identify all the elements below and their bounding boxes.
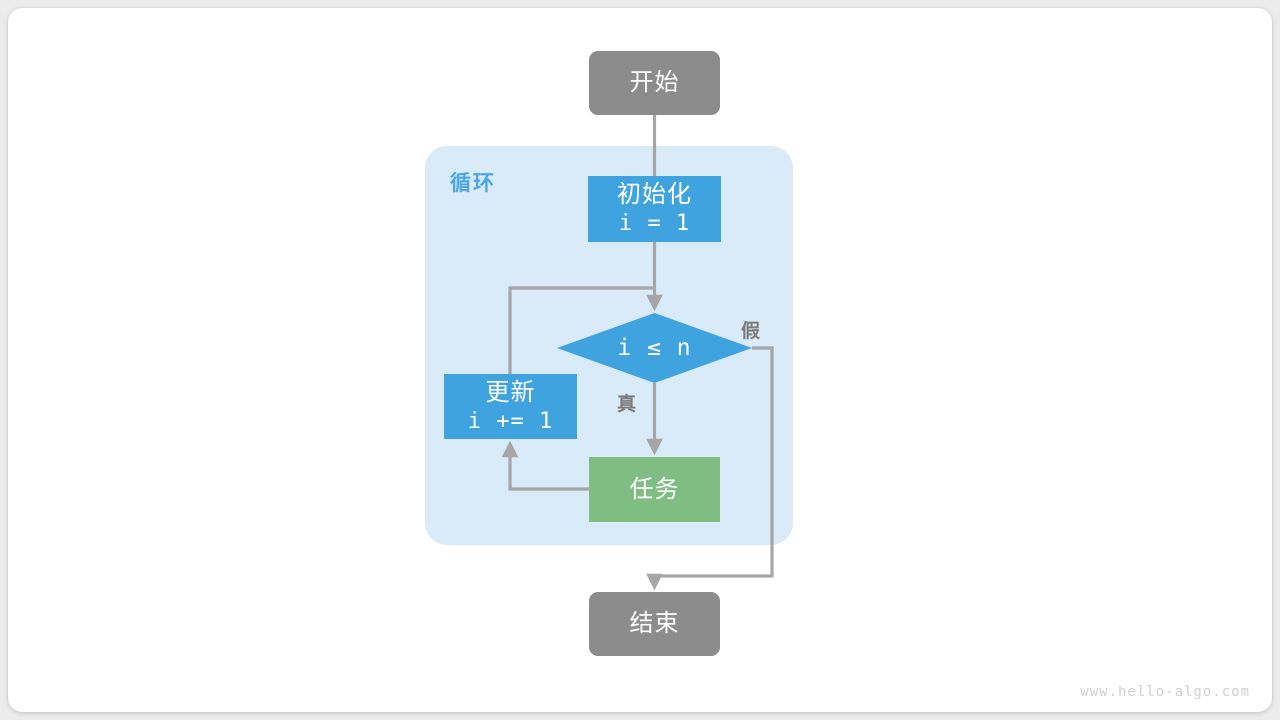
loop-container-label: 循环 xyxy=(450,172,496,195)
node-condition-shape xyxy=(557,313,752,383)
node-task xyxy=(589,457,720,522)
diagram-stage: 循环 xyxy=(8,8,1272,712)
edge-update-to-condition xyxy=(508,286,655,374)
node-init xyxy=(588,176,721,242)
edge-label-false: 假 xyxy=(741,321,762,342)
node-end xyxy=(589,592,720,656)
node-start xyxy=(589,51,720,115)
diagram-card: 循环 xyxy=(8,8,1272,712)
flow-edges xyxy=(501,115,774,591)
watermark: www.hello-algo.com xyxy=(1080,684,1250,700)
edge-task-to-update xyxy=(501,440,589,491)
edge-condition-to-end xyxy=(646,346,774,591)
edge-label-true: 真 xyxy=(617,394,638,415)
node-update xyxy=(444,374,577,439)
